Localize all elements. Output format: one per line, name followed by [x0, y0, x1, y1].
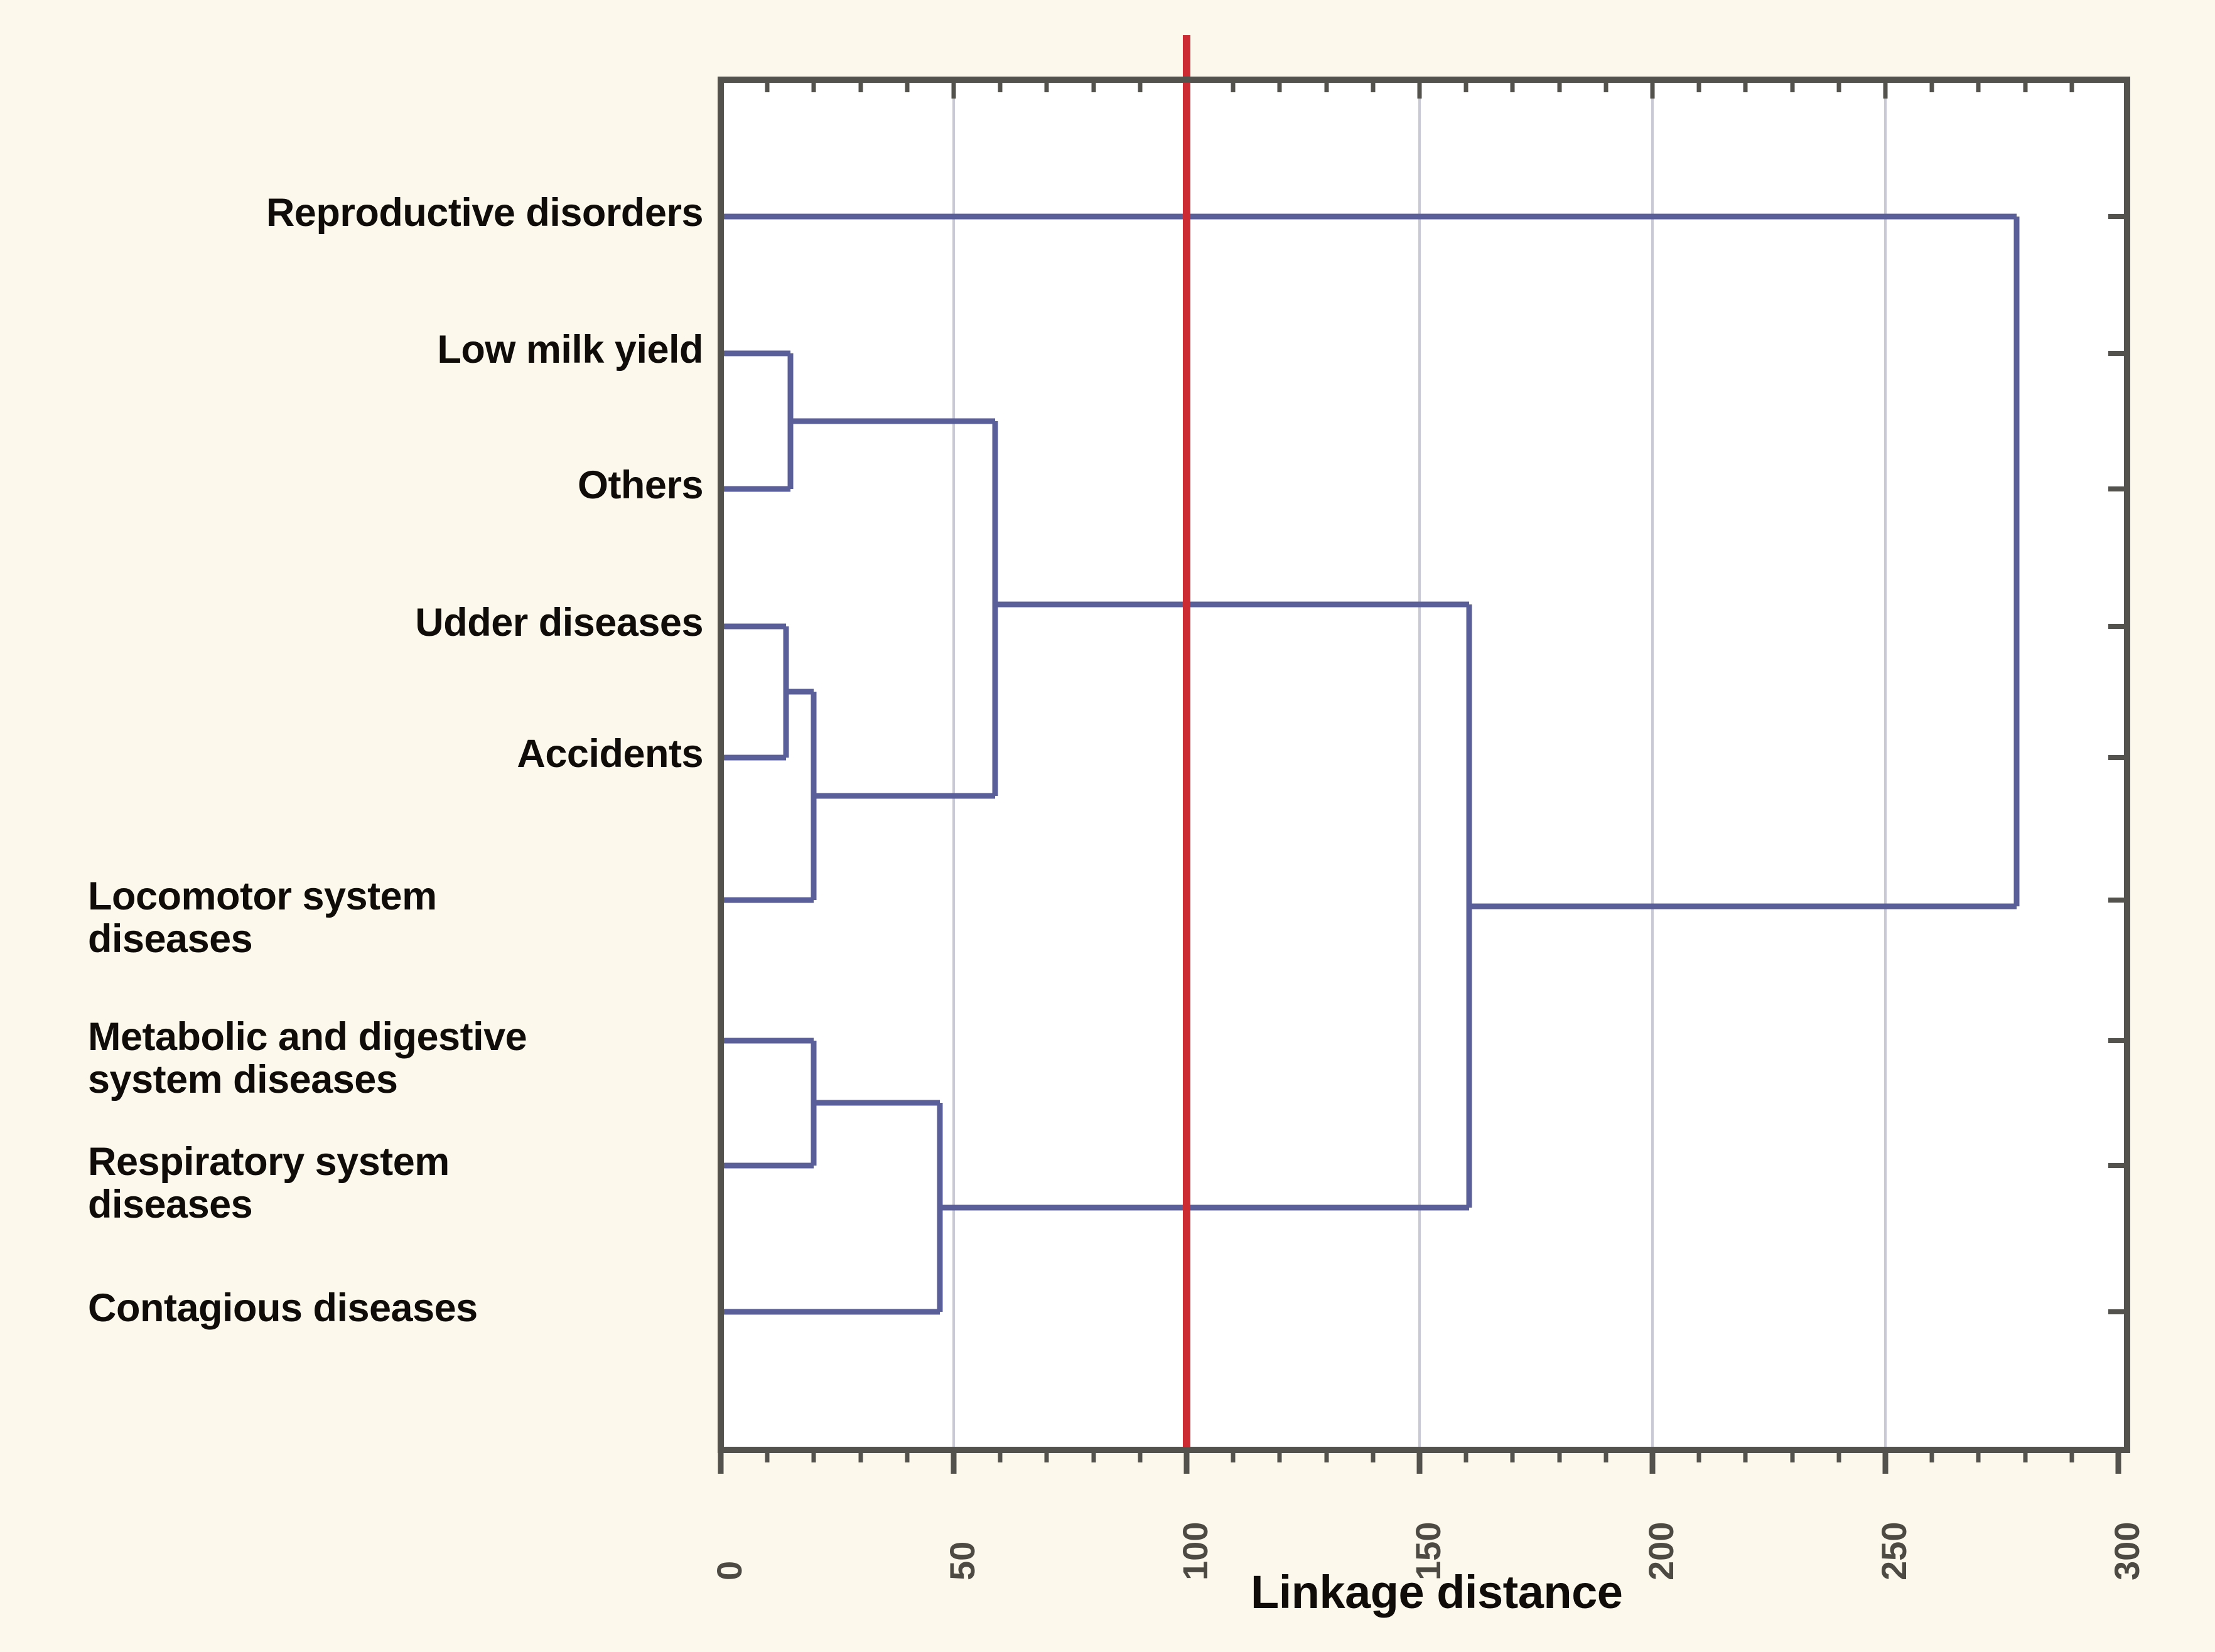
- plot-background: [721, 80, 2127, 1450]
- leaf-label-low-milk-yield: Low milk yield: [437, 328, 703, 372]
- x-axis-ticks: [718, 1450, 2121, 1474]
- leaf-label-respiratory-system-diseases: Respiratory system diseases: [88, 1140, 450, 1227]
- x-axis-title: Linkage distance: [1251, 1566, 1623, 1618]
- leaf-label-metabolic-digestive-diseases: Metabolic and digestive system diseases: [88, 1015, 527, 1102]
- leaf-label-udder-diseases: Udder diseases: [415, 601, 703, 645]
- leaf-label-others: Others: [577, 463, 704, 507]
- xtick-label-50: 50: [942, 1541, 982, 1580]
- dendrogram-branches: [721, 213, 2020, 1315]
- xtick-label-250: 250: [1874, 1521, 1914, 1580]
- leaf-label-accidents: Accidents: [517, 732, 703, 776]
- y-axis-right-ticks: [2108, 214, 2127, 1314]
- leaf-label-contagious-diseases: Contagious diseases: [88, 1286, 478, 1330]
- leaf-label-locomotor-system-diseases: Locomotor system diseases: [88, 874, 437, 962]
- xtick-label-100: 100: [1175, 1521, 1215, 1580]
- x-axis-top-ticks: [765, 80, 2074, 99]
- xtick-label-200: 200: [1641, 1521, 1681, 1580]
- xtick-label-0: 0: [709, 1560, 749, 1580]
- leaf-label-reproductive-disorders: Reproductive disorders: [266, 191, 704, 235]
- axis-frame: [718, 77, 2130, 1453]
- xtick-label-300: 300: [2107, 1521, 2147, 1580]
- x-axis-minor-ticks: [765, 1450, 2074, 1462]
